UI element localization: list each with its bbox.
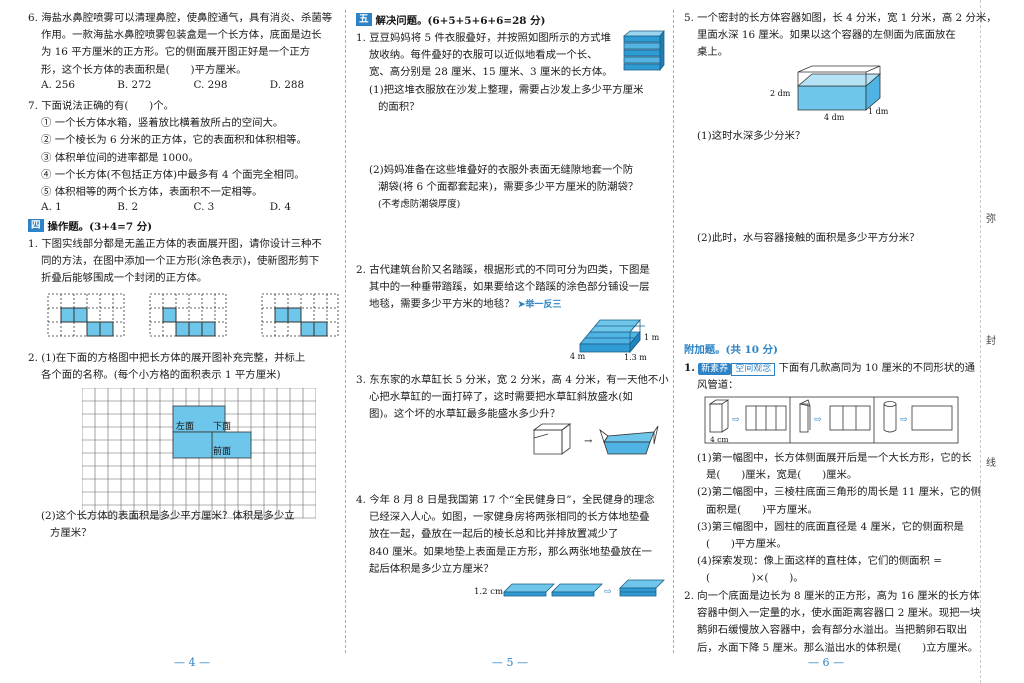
section-5-header: 五 解决问题。(6+5+5+6+6=28 分) bbox=[356, 12, 545, 27]
page-number: — 5 — bbox=[492, 656, 528, 669]
question-5b: (2)此时，水与容器接触的面积是多少平方分米？ bbox=[697, 232, 920, 244]
svg-text:1.3 m: 1.3 m bbox=[624, 353, 647, 362]
question-2: 2. 古代建筑台阶又名踏蹊，根据形式的不同可分为四类，下图是 其中的一种垂带踏蹊… bbox=[356, 264, 650, 311]
column-divider bbox=[345, 10, 346, 653]
section-4-header: 四 操作题。(3+4=7 分) bbox=[28, 218, 152, 233]
arrow-icon: ⇨ bbox=[814, 415, 822, 425]
column-divider bbox=[673, 10, 674, 653]
question-7: 7. 下面说法正确的有( )个。 ① 一个长方体水箱，竖着放比横着放所占的空间大… bbox=[28, 98, 346, 213]
question-3: 3. 东东家的水草缸长 5 分米，宽 2 分米，高 4 分米，有一天他不小 心把… bbox=[356, 374, 669, 421]
face-label: 前面 bbox=[213, 445, 231, 457]
svg-text:1.2 cm: 1.2 cm bbox=[474, 587, 503, 597]
question-4: 4. 今年 8 月 8 日是我国第 17 个“全民健身日”，全民健身的理念 已经… bbox=[356, 494, 655, 575]
extra-question-1: 1. 新素养空间观念 下面有几款高同为 10 厘米的不同形状的通 风管道： bbox=[684, 362, 975, 392]
staircase-figure: 1 m 4 m 1.3 m bbox=[570, 318, 660, 362]
page-number: — 4 — bbox=[174, 656, 210, 669]
water-tank-figure: 2 dm 4 dm 1 dm bbox=[770, 65, 889, 122]
binding-line bbox=[980, 0, 981, 683]
extra-section-title: 附加题。(共 10 分) bbox=[684, 344, 778, 356]
face-label: 左面 bbox=[176, 420, 194, 432]
practice-link[interactable]: ➤举一反三 bbox=[517, 300, 562, 311]
question-5: 5. 一个密封的长方体容器如图，长 4 分米，宽 1 分米，高 2 分米， 里面… bbox=[684, 12, 997, 59]
clothes-stack-figure bbox=[622, 30, 665, 72]
extra-question-2: 2. 向一个底面是边长为 8 厘米的正方形，高为 16 厘米的长方体 容器中倒入… bbox=[684, 590, 981, 654]
arrow-icon: → bbox=[584, 436, 593, 447]
margin-label: 线 bbox=[986, 458, 996, 469]
margin-label: 封 bbox=[986, 336, 996, 347]
q7-options: A. 1 B. 2 C. 3 D. 4 bbox=[41, 201, 291, 214]
column-page-4: 6. 海盐水鼻腔喷雾可以清理鼻腔，使鼻腔通气，具有消炎、杀菌等 作用。一款海盐水… bbox=[28, 0, 346, 683]
svg-text:4 cm: 4 cm bbox=[710, 435, 728, 444]
column-page-6: 5. 一个密封的长方体容器如图，长 4 分米，宽 1 分米，高 2 分米， 里面… bbox=[684, 0, 997, 683]
cube-net-figures bbox=[47, 293, 339, 337]
mat-figure: 1.2 cm ⇨ bbox=[474, 579, 665, 597]
duct-figures: ⇨ ⇨ ⇨ 4 cm bbox=[704, 396, 959, 444]
extra-question-1-parts: (1)第一幅图中，长方体侧面展开后是一个大长方形，它的长 是( )厘米，宽是( … bbox=[697, 452, 981, 585]
question-1b: (2)妈妈准备在这些堆叠好的衣服外表面无缝隙地套一个防 潮袋(将 6 个面都套起… bbox=[369, 164, 639, 211]
question-6: 6. 海盐水鼻腔喷雾可以清理鼻腔，使鼻腔通气，具有消炎、杀菌等 作用。一款海盐水… bbox=[28, 10, 346, 91]
question-5a: (1)这时水深多少分米？ bbox=[697, 130, 806, 142]
column-page-5: 五 解决问题。(6+5+5+6+6=28 分) 1. 豆豆妈妈将 5 件衣服叠好… bbox=[356, 0, 674, 683]
margin-label: 弥 bbox=[986, 214, 996, 225]
tank-tilt-figure: → bbox=[532, 423, 659, 455]
arrow-icon: ⇨ bbox=[604, 587, 612, 597]
face-label: 下面 bbox=[213, 421, 231, 432]
page-number: — 6 — bbox=[808, 656, 844, 669]
svg-text:4 m: 4 m bbox=[570, 352, 586, 361]
s4-question-2: 2. (1)在下面的方格图中把长方体的展开图补充完整，并标上 各个面的名称。(每… bbox=[28, 352, 306, 382]
svg-text:2 dm: 2 dm bbox=[770, 89, 791, 98]
q6-options: A. 256 B. 272 C. 298 D. 288 bbox=[41, 78, 305, 91]
square-grid: 左面 下面 前面 bbox=[82, 388, 316, 519]
s4-question-1: 1. 下图实线部分都是无盖正方体的表面展开图，请你设计三种不 同的方法，在图中添… bbox=[28, 238, 322, 285]
svg-text:1 m: 1 m bbox=[644, 333, 660, 342]
svg-text:1 dm: 1 dm bbox=[868, 107, 889, 116]
arrow-icon: ⇨ bbox=[900, 415, 908, 425]
arrow-icon: ⇨ bbox=[732, 415, 740, 425]
question-1: 1. 豆豆妈妈将 5 件衣服叠好，并按照如图所示的方式堆 放收纳。每件叠好的衣服… bbox=[356, 32, 644, 113]
s4-question-2b: (2)这个长方体的表面积是多少平方厘米？体积是多少立 方厘米？ bbox=[41, 510, 295, 540]
svg-text:4 dm: 4 dm bbox=[824, 113, 845, 122]
